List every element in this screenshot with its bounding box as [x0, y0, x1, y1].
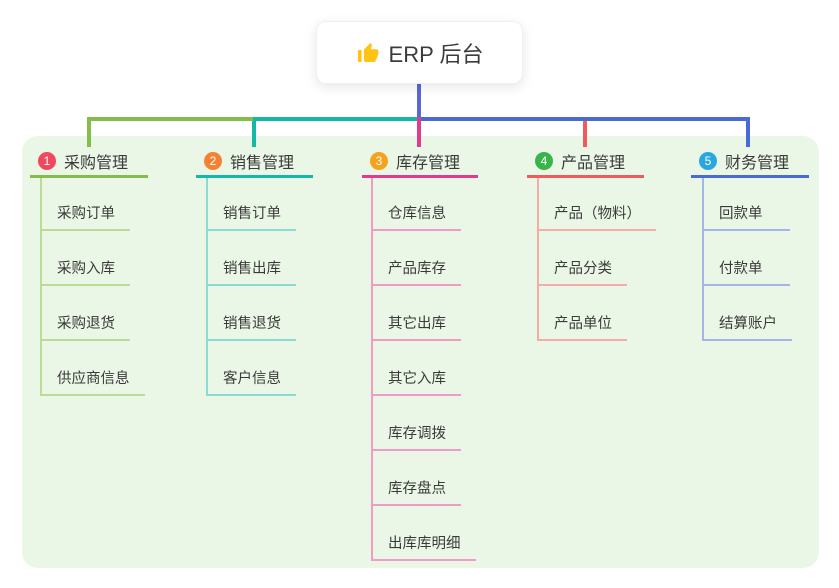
node-item[interactable]: 产品单位 — [537, 286, 627, 341]
branch-label: 产品管理 — [561, 154, 626, 172]
connector-drop-branch-5 — [746, 121, 750, 147]
child-rail-branch-3 — [371, 178, 373, 561]
badge-5-icon: 5 — [699, 151, 717, 170]
branch-header-caigou[interactable]: 1 采购管理 — [30, 146, 148, 178]
node-item[interactable]: 供应商信息 — [40, 341, 145, 396]
node-item[interactable]: 客户信息 — [206, 341, 296, 396]
node-item[interactable]: 销售订单 — [206, 176, 296, 231]
children-branch-4: 产品（物料） 产品分类 产品单位 — [537, 176, 656, 341]
node-item[interactable]: 采购订单 — [40, 176, 130, 231]
children-branch-1: 采购订单 采购入库 采购退货 供应商信息 — [40, 176, 145, 396]
children-branch-2: 销售订单 销售出库 销售退货 客户信息 — [206, 176, 296, 396]
branch-header-chanpin[interactable]: 4 产品管理 — [527, 146, 644, 178]
branch-label: 采购管理 — [64, 154, 129, 172]
node-item[interactable]: 结算账户 — [702, 286, 792, 341]
node-item[interactable]: 仓库信息 — [371, 176, 461, 231]
connector-bus-branch-2 — [253, 117, 419, 121]
branch-label: 销售管理 — [230, 154, 295, 172]
node-item[interactable]: 产品（物料） — [537, 176, 656, 231]
children-branch-5: 回款单 付款单 结算账户 — [702, 176, 792, 341]
branch-label: 财务管理 — [725, 154, 790, 172]
node-item[interactable]: 销售出库 — [206, 231, 296, 286]
branch-header-kucun[interactable]: 3 库存管理 — [362, 146, 478, 178]
root-node[interactable]: ERP 后台 — [316, 21, 523, 84]
connector-drop-branch-2 — [252, 121, 256, 147]
badge-1-icon: 1 — [38, 151, 56, 170]
node-item[interactable]: 库存盘点 — [371, 451, 461, 506]
thumbs-up-icon — [357, 42, 378, 62]
connector-drop-branch-1 — [87, 121, 91, 147]
children-branch-3: 仓库信息 产品库存 其它出库 其它入库 库存调拨 库存盘点 出库库明细 — [371, 176, 476, 561]
badge-4-icon: 4 — [535, 151, 553, 170]
badge-3-icon: 3 — [370, 151, 388, 170]
connector-drop-branch-4 — [583, 121, 587, 147]
branch-label: 库存管理 — [396, 154, 461, 172]
mindmap-panel — [22, 136, 819, 568]
branch-header-caiwu[interactable]: 5 财务管理 — [691, 146, 809, 178]
connector-drop-branch-3 — [417, 117, 421, 147]
branch-header-xiaoshou[interactable]: 2 销售管理 — [196, 146, 313, 178]
node-item[interactable]: 库存调拨 — [371, 396, 461, 451]
node-item[interactable]: 采购入库 — [40, 231, 130, 286]
node-item[interactable]: 产品库存 — [371, 231, 461, 286]
node-item[interactable]: 销售退货 — [206, 286, 296, 341]
child-rail-branch-4 — [537, 178, 539, 341]
root-stem-connector — [417, 84, 421, 118]
root-label: ERP 后台 — [388, 41, 484, 67]
node-item[interactable]: 采购退货 — [40, 286, 130, 341]
node-item[interactable]: 产品分类 — [537, 231, 627, 286]
connector-bus-branch-5 — [419, 117, 750, 121]
node-item[interactable]: 付款单 — [702, 231, 790, 286]
node-item[interactable]: 回款单 — [702, 176, 790, 231]
child-rail-branch-2 — [206, 178, 208, 396]
child-rail-branch-1 — [40, 178, 42, 396]
badge-2-icon: 2 — [204, 151, 222, 170]
node-item[interactable]: 其它出库 — [371, 286, 461, 341]
node-item[interactable]: 出库库明细 — [371, 506, 476, 561]
child-rail-branch-5 — [702, 178, 704, 341]
node-item[interactable]: 其它入库 — [371, 341, 461, 396]
connector-bus-branch-1 — [87, 117, 253, 121]
